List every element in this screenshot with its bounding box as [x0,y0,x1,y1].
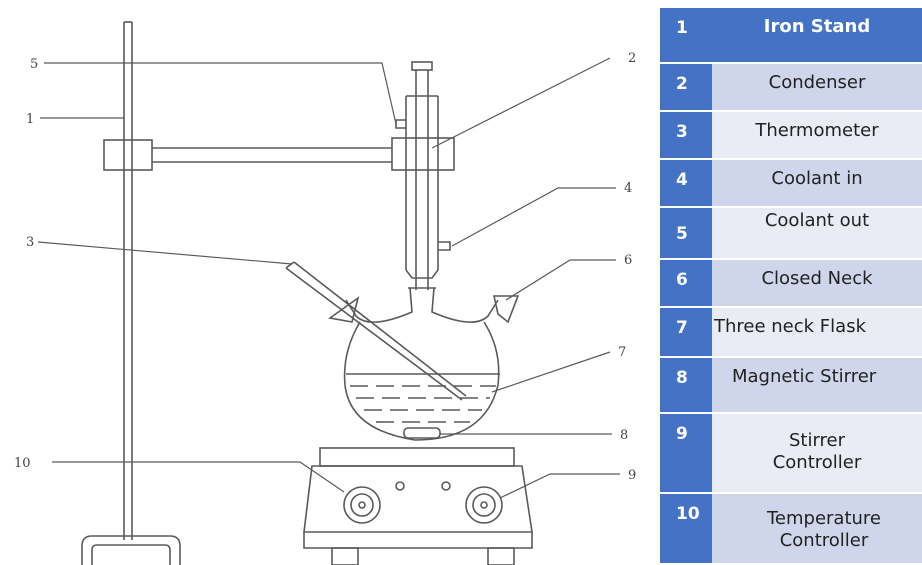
legend-number: 5 [660,208,712,258]
legend-number: 6 [660,260,712,306]
legend-number: 4 [660,160,712,206]
stir-bar [403,427,441,439]
legend-row: 8 Magnetic Stirrer [660,358,922,414]
legend-label: Thermometer [712,112,922,158]
legend-number: 9 [660,414,712,492]
callout-3: 3 [26,235,34,250]
clamp-arm [103,137,455,171]
callout-5: 5 [30,57,38,72]
callout-2: 2 [628,51,636,66]
three-neck-flask [327,287,520,441]
callout-4: 4 [624,181,632,196]
callout-8: 8 [620,428,628,443]
callout-9: 9 [628,468,636,483]
magnetic-stirrer [303,447,533,565]
legend-label: Magnetic Stirrer [712,358,922,412]
callout-10: 10 [14,456,31,471]
legend-row: 4 Coolant in [660,160,922,208]
apparatus-diagram: 1 2 3 4 5 6 7 8 9 10 [14,21,636,565]
legend-row: 9 Stirrer Controller [660,414,922,494]
callout-numbers: 1 2 3 4 5 6 7 8 9 10 [14,51,636,483]
legend-label: Temperature Controller [712,494,922,563]
thermometer [285,261,467,401]
legend-label: Condenser [712,64,922,110]
legend-row: 10 Temperature Controller [660,494,922,565]
legend-number: 10 [660,494,712,563]
legend-row: 5 Coolant out [660,208,922,260]
legend-number: 2 [660,64,712,110]
callout-lines [37,57,620,499]
legend-row: 7 Three neck Flask [660,308,922,358]
legend-label: Three neck Flask [712,308,922,356]
callout-6: 6 [624,253,632,268]
callout-7: 7 [618,345,626,360]
legend-table: 1 Iron Stand 2 Condenser 3 Thermometer 4… [660,8,922,565]
iron-stand [81,21,181,565]
legend-number: 1 [660,8,712,62]
legend-label: Iron Stand [712,8,922,62]
legend-row: 3 Thermometer [660,112,922,160]
callout-1: 1 [26,112,34,127]
legend-number: 3 [660,112,712,158]
legend-row: 2 Condenser [660,64,922,112]
legend-row: 1 Iron Stand [660,8,922,64]
legend-label: Closed Neck [712,260,922,306]
legend-number: 7 [660,308,712,356]
legend-number: 8 [660,358,712,412]
legend-row: 6 Closed Neck [660,260,922,308]
legend-label: Coolant in [712,160,922,206]
condenser [395,61,451,290]
legend-label: Stirrer Controller [712,414,922,492]
legend-label: Coolant out [712,208,922,258]
